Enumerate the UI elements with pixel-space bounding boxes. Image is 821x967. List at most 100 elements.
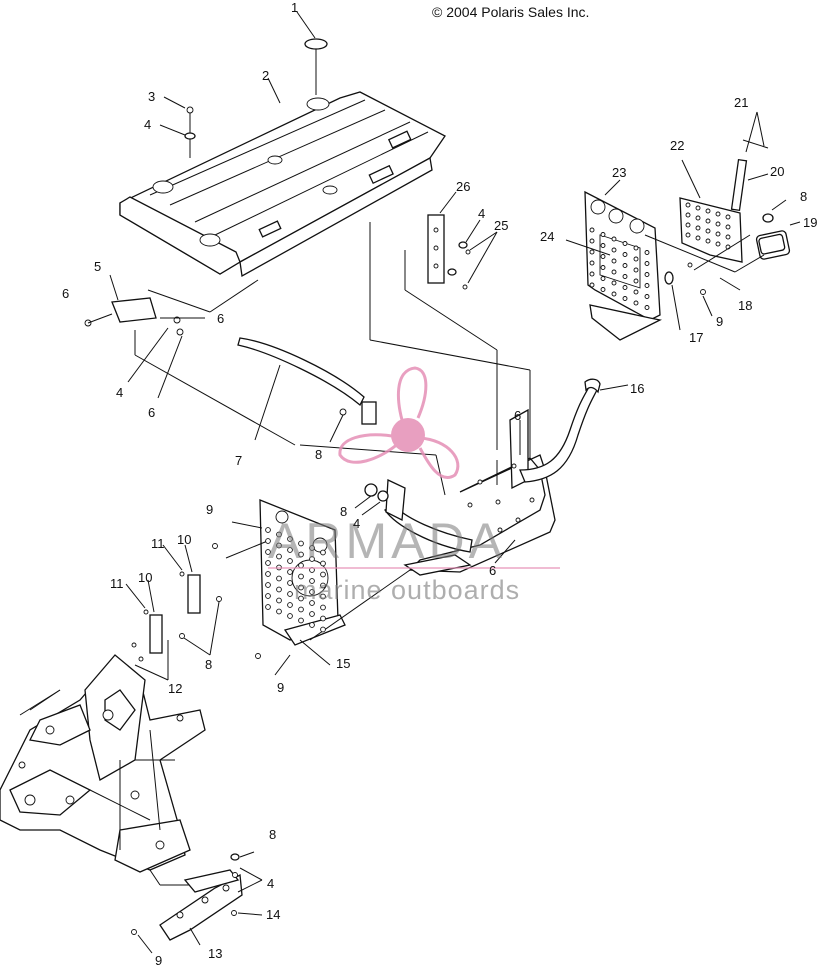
perforation-hole — [309, 622, 315, 628]
callout-4: 4 — [267, 876, 274, 891]
callout-11: 11 — [151, 536, 165, 551]
perforation-hole — [320, 571, 326, 578]
perforation-hole — [695, 205, 701, 211]
callout-5: 5 — [94, 259, 101, 274]
perforation-hole — [622, 252, 628, 257]
callout-25: 25 — [494, 218, 508, 233]
perforation-hole — [611, 291, 617, 297]
callout-6: 6 — [217, 311, 224, 326]
perforation-hole — [589, 271, 595, 277]
perforation-hole — [298, 595, 304, 602]
perforation-hole — [600, 265, 606, 270]
perforation-hole — [309, 578, 315, 584]
fastener-3-4 — [159, 96, 196, 140]
watermark-logo — [338, 366, 460, 479]
callout-8: 8 — [800, 189, 807, 204]
perforation-hole — [633, 267, 639, 273]
fastener-8-upper — [329, 401, 377, 443]
perforation-hole — [600, 254, 606, 259]
perforation-hole — [685, 202, 691, 208]
perforation-hole — [600, 287, 606, 292]
perforation-hole — [287, 558, 293, 564]
callout-8: 8 — [269, 827, 276, 842]
perforation-hole — [265, 538, 271, 544]
callout-10: 10 — [177, 532, 191, 547]
part-26-bracket — [404, 191, 498, 450]
perforation-hole — [705, 238, 711, 244]
callout-14: 14 — [266, 907, 280, 922]
perforation-hole — [600, 243, 606, 248]
perforation-hole — [715, 241, 721, 247]
perforation-hole — [633, 245, 639, 251]
perforation-hole — [644, 305, 650, 310]
perforation-hole — [589, 282, 595, 288]
callout-6: 6 — [514, 408, 521, 423]
copyright-notice: © 2004 Polaris Sales Inc. — [432, 4, 590, 20]
perforation-hole — [611, 280, 617, 286]
perforation-hole — [685, 232, 691, 238]
perforation-hole — [622, 263, 628, 268]
perforation-hole — [715, 211, 721, 217]
callout-26: 26 — [456, 179, 470, 194]
perforation-hole — [265, 604, 271, 610]
perforation-hole — [276, 608, 282, 615]
callout-12: 12 — [168, 681, 182, 696]
perforation-hole — [589, 249, 595, 255]
perforation-hole — [589, 227, 595, 233]
perforation-hole — [725, 234, 731, 240]
part-7-rod — [237, 337, 365, 441]
part-10-brackets — [125, 544, 222, 681]
callout-9: 9 — [155, 953, 162, 967]
perforation-hole — [644, 261, 650, 266]
callout-3: 3 — [148, 89, 155, 104]
part-5-bracket — [84, 274, 296, 446]
perforation-hole — [309, 600, 315, 606]
perforation-hole — [265, 593, 271, 599]
perforation-hole — [705, 218, 711, 224]
callout-24: 24 — [540, 229, 554, 244]
part-13-lower-bracket — [131, 851, 263, 954]
perforation-hole — [622, 274, 628, 279]
rear-bumper-assembly — [299, 222, 629, 576]
perforation-hole — [276, 553, 282, 560]
perforation-hole — [287, 547, 293, 553]
perforation-hole — [589, 238, 595, 244]
watermark-tagline: marine outboards — [294, 575, 520, 605]
perforation-hole — [695, 225, 701, 231]
perforation-hole — [298, 584, 304, 591]
part-2-rack-panel — [119, 77, 446, 278]
perforation-hole — [287, 591, 293, 597]
callout-labels: 1 2 3 4 5 6 6 4 6 7 8 6 8 4 6 9 15 9 16 … — [62, 0, 817, 967]
callout-9: 9 — [277, 680, 284, 695]
perforation-hole — [644, 294, 650, 299]
perforation-hole — [287, 569, 293, 575]
part-1-cap — [296, 11, 328, 95]
callout-4: 4 — [478, 206, 485, 221]
callout-19: 19 — [803, 215, 817, 230]
perforation-hole — [622, 296, 628, 301]
perforation-hole — [276, 542, 282, 549]
perforation-hole — [276, 586, 282, 593]
part-19-light — [693, 199, 801, 291]
perforation-hole — [715, 221, 721, 227]
perforation-hole — [695, 235, 701, 241]
watermark-brand: ARMADA — [268, 513, 506, 569]
perforation-hole — [320, 626, 326, 633]
perforation-hole — [276, 531, 282, 538]
perforation-hole — [633, 278, 639, 284]
part-23-perforations — [589, 227, 650, 310]
perforation-hole — [705, 208, 711, 214]
perforation-hole — [276, 575, 282, 582]
perforation-hole — [309, 611, 315, 617]
part-22-mesh — [679, 159, 743, 263]
perforation-hole — [705, 228, 711, 234]
perforation-hole — [633, 289, 639, 295]
perforation-hole — [611, 247, 617, 253]
callout-20: 20 — [770, 164, 784, 179]
callout-15: 15 — [336, 656, 350, 671]
callout-21: 21 — [734, 95, 748, 110]
callout-11: 11 — [110, 576, 124, 591]
perforation-hole — [265, 549, 271, 555]
perforation-hole — [600, 232, 606, 237]
